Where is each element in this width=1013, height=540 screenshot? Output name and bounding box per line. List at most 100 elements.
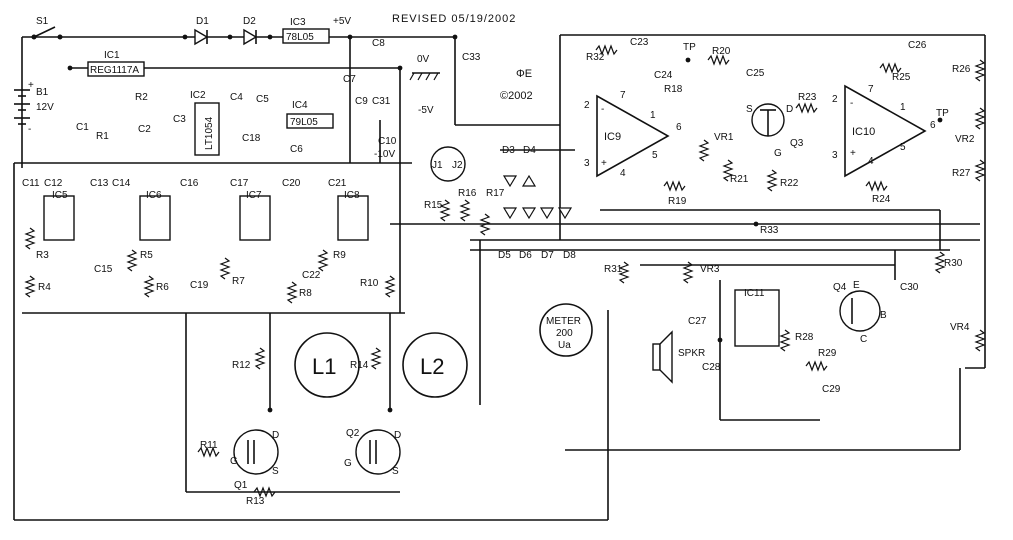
supply-labels: 0V -5V -10V bbox=[374, 54, 440, 160]
resistor-r13: R13 bbox=[185, 313, 400, 507]
svg-text:R5: R5 bbox=[140, 250, 153, 261]
svg-text:5: 5 bbox=[900, 142, 906, 153]
svg-text:D2: D2 bbox=[243, 16, 256, 27]
svg-text:C15: C15 bbox=[94, 264, 113, 275]
coil-l1: L1 bbox=[294, 332, 360, 398]
copyright-note: ©2002 bbox=[500, 90, 533, 102]
svg-text:4: 4 bbox=[620, 168, 626, 179]
regulator-ic1: IC1 REG1117A bbox=[87, 50, 145, 77]
svg-text:C18: C18 bbox=[242, 133, 261, 144]
battery-voltage: 12V bbox=[36, 102, 54, 113]
svg-text:4: 4 bbox=[868, 156, 874, 167]
svg-text:G: G bbox=[344, 458, 352, 469]
svg-text:R4: R4 bbox=[38, 282, 51, 293]
svg-text:D5: D5 bbox=[498, 250, 511, 261]
svg-text:METER: METER bbox=[546, 316, 581, 327]
battery-plus: + bbox=[28, 80, 34, 91]
svg-text:3: 3 bbox=[584, 158, 590, 169]
chip-ic8: IC8 bbox=[337, 190, 369, 241]
svg-text:R28: R28 bbox=[795, 332, 814, 343]
meter: METER 200 Ua bbox=[539, 303, 593, 357]
svg-text:D: D bbox=[786, 104, 793, 115]
switch-label: S1 bbox=[36, 16, 49, 27]
svg-text:D6: D6 bbox=[519, 250, 532, 261]
svg-text:R6: R6 bbox=[156, 282, 169, 293]
svg-text:C23: C23 bbox=[630, 37, 649, 48]
svg-text:R15: R15 bbox=[424, 200, 443, 211]
jacks-j1-j2: J1 J2 bbox=[430, 146, 466, 182]
svg-text:R16: R16 bbox=[458, 188, 477, 199]
svg-text:D4: D4 bbox=[523, 145, 536, 156]
svg-text:7: 7 bbox=[868, 84, 874, 95]
svg-text:IC1: IC1 bbox=[104, 50, 120, 61]
svg-text:5: 5 bbox=[652, 150, 658, 161]
svg-text:C8: C8 bbox=[372, 38, 385, 49]
svg-text:C6: C6 bbox=[290, 144, 303, 155]
svg-text:TP: TP bbox=[936, 108, 949, 119]
opamp-ic10: IC10 - + 2 3 7 1 6 5 4 C26 R25 R24 TP bbox=[832, 40, 949, 205]
svg-text:R32: R32 bbox=[586, 52, 605, 63]
svg-text:C31: C31 bbox=[372, 96, 391, 107]
svg-text:J2: J2 bbox=[452, 160, 463, 171]
svg-text:+: + bbox=[601, 158, 607, 169]
svg-text:2: 2 bbox=[832, 94, 838, 105]
svg-text:B: B bbox=[880, 310, 887, 321]
svg-text:79L05: 79L05 bbox=[290, 117, 318, 128]
power-rails bbox=[13, 34, 986, 521]
svg-text:C27: C27 bbox=[688, 316, 707, 327]
svg-text:IC2: IC2 bbox=[190, 90, 206, 101]
regulator-ic4: IC4 79L05 bbox=[286, 100, 334, 129]
svg-text:IC10: IC10 bbox=[852, 126, 875, 138]
svg-text:+5V: +5V bbox=[333, 16, 351, 27]
svg-text:0V: 0V bbox=[417, 54, 430, 65]
diode-d2: D2 bbox=[243, 16, 258, 46]
svg-text:+: + bbox=[850, 148, 856, 159]
switch-s1: S1 bbox=[31, 16, 63, 40]
svg-text:R29: R29 bbox=[818, 348, 837, 359]
svg-text:C20: C20 bbox=[282, 178, 301, 189]
svg-text:C7: C7 bbox=[343, 74, 356, 85]
fet-q1: Q1 D G S R11 bbox=[197, 429, 279, 491]
svg-text:C1: C1 bbox=[76, 122, 89, 133]
svg-text:D8: D8 bbox=[563, 250, 576, 261]
svg-text:C11: C11 bbox=[22, 178, 40, 189]
transistor-q4: Q4 E B C bbox=[833, 280, 887, 345]
svg-text:R10: R10 bbox=[360, 278, 379, 289]
svg-text:R1: R1 bbox=[96, 131, 109, 142]
svg-text:E: E bbox=[853, 280, 860, 291]
svg-text:200: 200 bbox=[556, 328, 573, 339]
svg-text:D1: D1 bbox=[196, 16, 209, 27]
svg-text:L2: L2 bbox=[420, 354, 444, 379]
svg-text:6: 6 bbox=[930, 120, 936, 131]
svg-text:R24: R24 bbox=[872, 194, 891, 205]
svg-text:R19: R19 bbox=[668, 196, 687, 207]
transistor-q3: Q3 S D G R22 R23 R33 bbox=[746, 92, 818, 236]
svg-text:C30: C30 bbox=[900, 282, 919, 293]
svg-text:C21: C21 bbox=[328, 178, 347, 189]
svg-text:VR4: VR4 bbox=[950, 322, 970, 333]
svg-text:R23: R23 bbox=[798, 92, 817, 103]
svg-text:6: 6 bbox=[676, 122, 682, 133]
svg-text:R13: R13 bbox=[246, 496, 265, 507]
junction-dots bbox=[67, 34, 943, 413]
coil-resistors: R12 R14 bbox=[232, 313, 391, 410]
fet-q2: Q2 D G S bbox=[344, 428, 401, 477]
svg-text:IC11: IC11 bbox=[744, 288, 765, 299]
svg-text:Q4: Q4 bbox=[833, 282, 847, 293]
svg-text:C33: C33 bbox=[462, 52, 481, 63]
svg-text:TP: TP bbox=[683, 42, 696, 53]
svg-text:7: 7 bbox=[620, 90, 626, 101]
logo-mark: ΦE bbox=[516, 68, 532, 80]
svg-text:C: C bbox=[860, 334, 867, 345]
svg-text:Q1: Q1 bbox=[234, 480, 248, 491]
svg-text:LT1054: LT1054 bbox=[204, 116, 215, 150]
svg-text:R14: R14 bbox=[350, 360, 369, 371]
opamp-ic9: IC9 - + 2 3 7 1 6 5 4 C23 C24 R32 R18 R1… bbox=[584, 37, 765, 207]
svg-text:D: D bbox=[272, 430, 279, 441]
svg-text:Ua: Ua bbox=[558, 340, 571, 351]
svg-text:R22: R22 bbox=[780, 178, 799, 189]
right-pot-chain: R26 VR2 R27 R30 VR4 bbox=[934, 59, 986, 352]
svg-text:-5V: -5V bbox=[418, 105, 434, 116]
svg-text:IC8: IC8 bbox=[344, 190, 360, 201]
